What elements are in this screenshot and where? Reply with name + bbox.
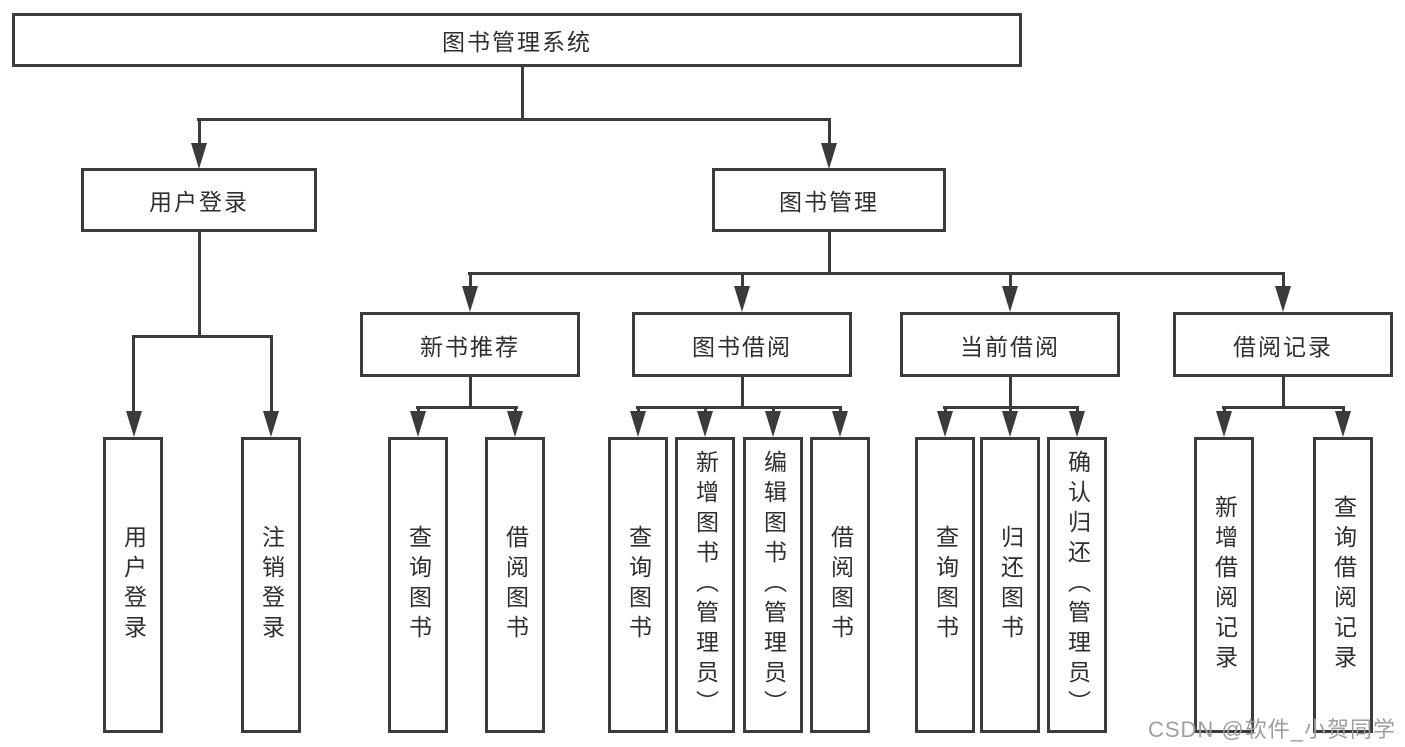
connector-arrowhead [765,411,781,437]
node-label: 图书管理 [779,189,879,215]
connector-line [1282,272,1285,288]
connector-line [828,118,831,146]
connector-arrowhead [734,286,750,312]
connector-line [197,118,831,121]
connector-line [637,406,640,413]
connector-line [270,335,273,413]
leaf-add-borrow-record: 新增借阅记录 [1194,437,1254,733]
connector-arrowhead [1275,286,1291,312]
node-label: 归还图书 [997,525,1024,645]
node-label: 编辑图书（管理员） [760,450,787,720]
node-label: 新增借阅记录 [1211,495,1238,675]
connector-arrowhead [1069,411,1085,437]
watermark: CSDN @软件_小贺同学 [1147,717,1396,742]
leaf-logout: 注销登录 [241,437,301,733]
connector-line [741,272,744,288]
connector-arrowhead [697,411,713,437]
connector-line [468,272,1285,275]
connector-line [417,406,420,413]
connector-line [839,406,842,413]
connector-arrowhead [1216,411,1232,437]
node-label: 新增图书（管理员） [692,450,719,720]
node-label: 当前借阅 [960,333,1060,360]
connector-line [1009,377,1012,406]
connector-arrowhead [630,411,646,437]
connector-arrowhead [507,411,523,437]
connector-arrowhead [126,411,142,437]
node-label: 注销登录 [258,525,285,645]
connector-line [469,377,472,406]
connector-arrowhead [1335,411,1351,437]
node-current-borrowing: 当前借阅 [900,312,1120,377]
connector-arrowhead [937,411,953,437]
connector-line [828,232,831,272]
node-label: 借阅图书 [502,525,529,645]
node-label: 借阅记录 [1233,333,1333,360]
leaf-edit-books-admin: 编辑图书（管理员） [743,437,803,733]
node-user-login: 用户登录 [81,168,317,232]
node-borrowing-records: 借阅记录 [1173,312,1393,377]
node-label: 新书推荐 [420,333,520,360]
connector-line [943,406,1079,409]
connector-line [521,67,524,120]
leaf-user-login: 用户登录 [103,437,163,733]
connector-line [704,406,707,413]
connector-arrowhead [462,286,478,312]
connector-line [1223,406,1226,413]
leaf-add-books-admin: 新增图书（管理员） [675,437,735,733]
node-book-management: 图书管理 [712,168,946,232]
node-new-book-recommend: 新书推荐 [360,312,580,377]
node-label: 图书管理系统 [442,29,592,55]
connector-arrowhead [1002,286,1018,312]
connector-arrowhead [263,411,279,437]
connector-line [132,335,273,338]
node-book-borrowing: 图书借阅 [632,312,852,377]
connector-arrowhead [191,143,207,169]
connector-line [1009,406,1012,413]
leaf-query-books-current: 查询图书 [915,437,975,733]
connector-line [1342,406,1345,413]
leaf-query-borrow-record: 查询借阅记录 [1313,437,1373,733]
node-label: 查询图书 [405,525,432,645]
connector-line [416,406,518,409]
connector-line [772,406,775,413]
leaf-return-books: 归还图书 [980,437,1040,733]
connector-arrowhead [821,143,837,169]
node-label: 查询借阅记录 [1330,495,1357,675]
connector-arrowhead [410,411,426,437]
connector-line [1222,406,1345,409]
leaf-borrow-books-borrowing: 借阅图书 [810,437,870,733]
connector-line [636,406,842,409]
connector-arrowhead [1002,411,1018,437]
node-label: 查询图书 [932,525,959,645]
connector-line [514,406,517,413]
connector-line [944,406,947,413]
leaf-borrow-books-newbook: 借阅图书 [485,437,545,733]
node-library-management-system: 图书管理系统 [12,13,1022,67]
connector-line [1282,377,1285,406]
node-label: 用户登录 [149,189,249,215]
node-label: 确认归还（管理员） [1064,450,1091,720]
connector-line [741,377,744,406]
node-label: 查询图书 [625,525,652,645]
connector-line [132,335,135,413]
leaf-query-books-borrowing: 查询图书 [608,437,668,733]
leaf-confirm-return-admin: 确认归还（管理员） [1047,437,1107,733]
connector-line [469,272,472,288]
node-label: 图书借阅 [692,333,792,360]
connector-line [1076,406,1079,413]
connector-line [198,118,201,146]
node-label: 借阅图书 [827,525,854,645]
connector-line [198,232,201,335]
connector-arrowhead [832,411,848,437]
connector-line [1009,272,1012,288]
leaf-query-books-newbook: 查询图书 [388,437,448,733]
node-label: 用户登录 [120,525,147,645]
